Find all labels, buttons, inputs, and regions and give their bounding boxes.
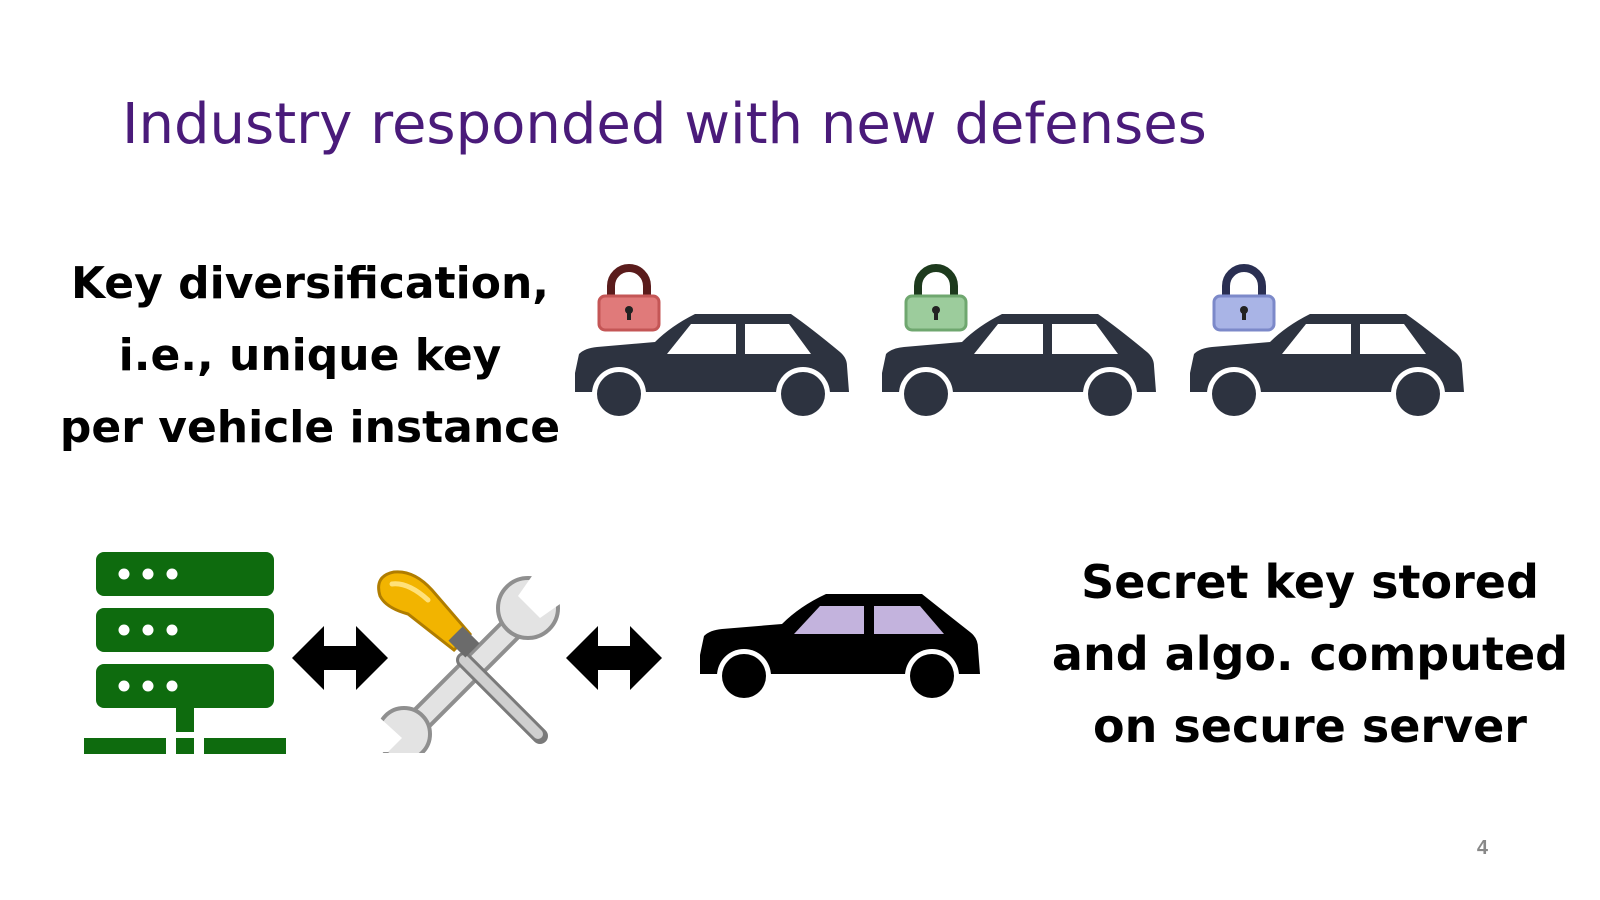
text-line: on secure server	[1093, 699, 1527, 753]
key-diversification-text: Key diversification, i.e., unique key pe…	[40, 248, 580, 464]
locked-car-3	[1190, 264, 1464, 421]
slide-title: Industry responded with new defenses	[122, 92, 1207, 157]
car-icon	[882, 314, 1156, 421]
locked-car-2	[882, 264, 1156, 421]
text-line: and algo. computed	[1051, 627, 1569, 681]
car-icon	[575, 314, 849, 421]
car-icon	[1190, 314, 1464, 421]
secure-server-text: Secret key stored and algo. computed on …	[1040, 546, 1580, 762]
server-icon	[84, 552, 286, 754]
text-line: per vehicle instance	[59, 402, 561, 453]
page-number: 4	[1476, 837, 1488, 859]
text-line: i.e., unique key	[118, 330, 502, 381]
double-arrow-icon	[566, 626, 662, 690]
text-line: Secret key stored	[1081, 555, 1539, 609]
car-icon	[700, 594, 980, 703]
locked-car-1	[575, 264, 849, 421]
padlock-icon	[1212, 264, 1276, 332]
double-arrow-icon	[292, 626, 388, 690]
padlock-icon	[597, 264, 661, 332]
text-line: Key diversification,	[70, 258, 549, 309]
screwdriver-icon	[377, 570, 548, 744]
tools-icon	[374, 570, 560, 753]
padlock-icon	[904, 264, 968, 332]
